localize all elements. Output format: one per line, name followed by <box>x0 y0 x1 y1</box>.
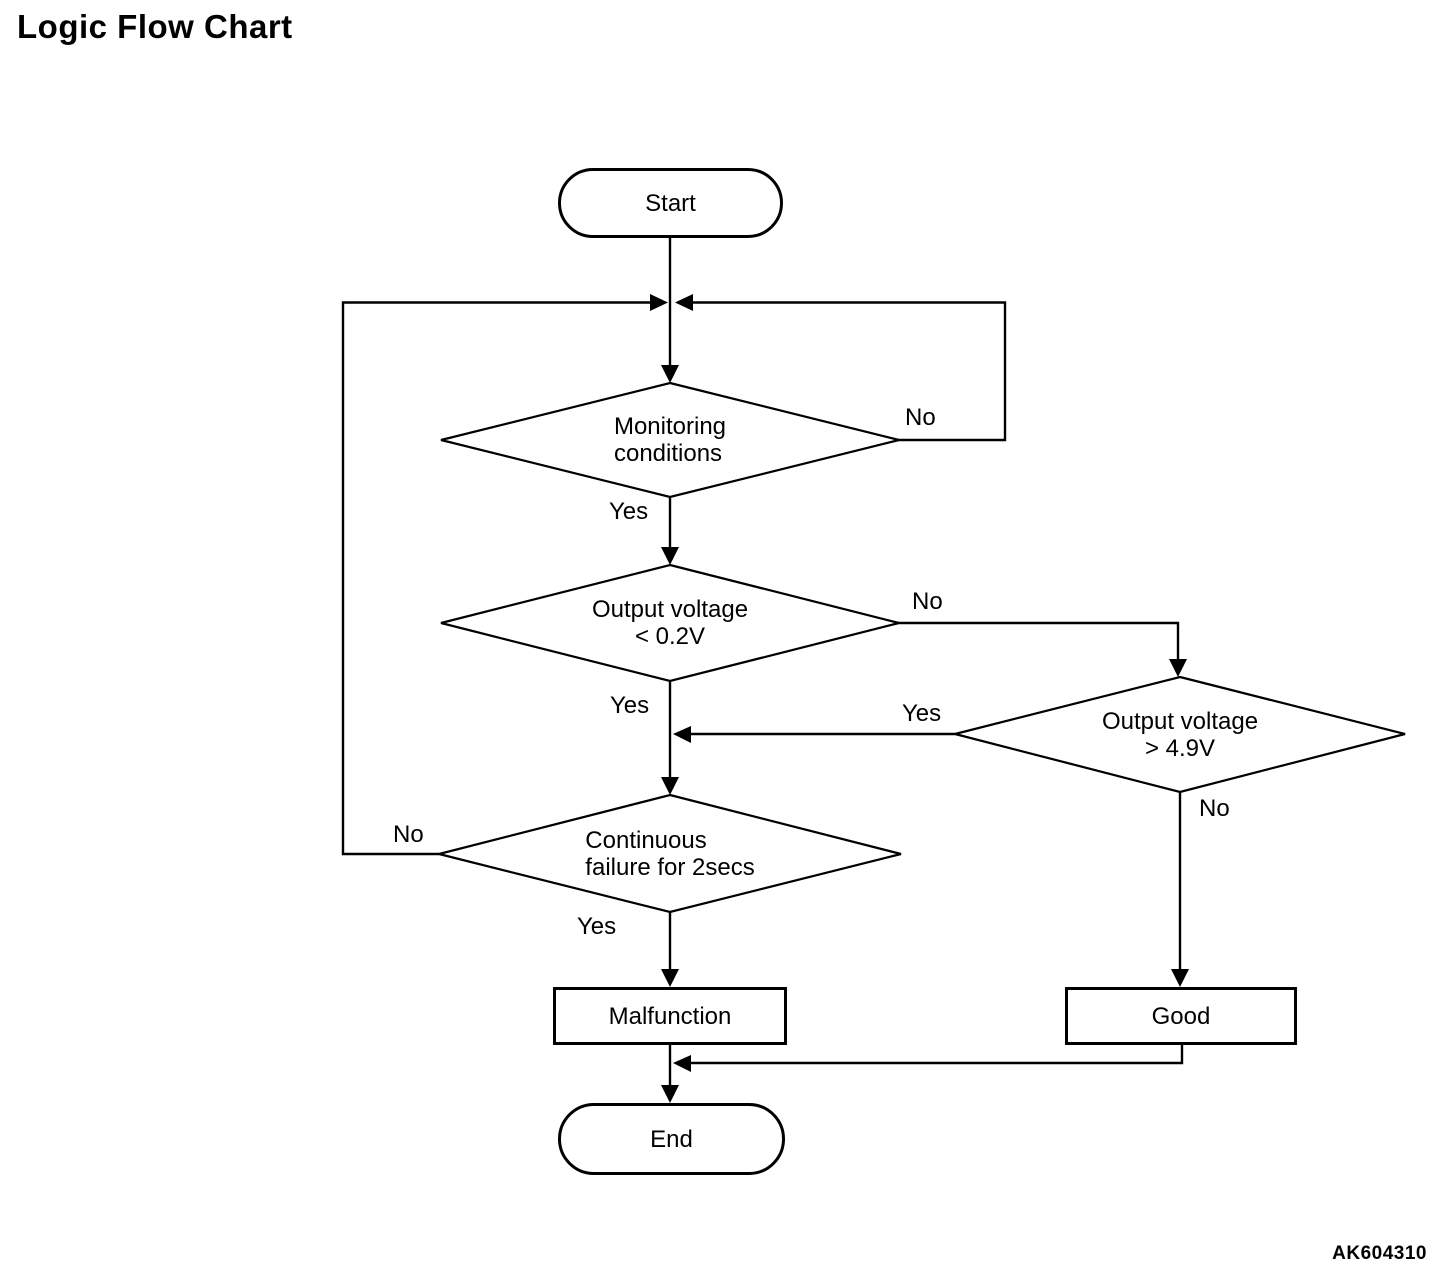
arrowhead-into-output-low <box>661 547 679 565</box>
figure-code: AK604310 <box>1332 1243 1427 1264</box>
arrowhead-into-malfunction <box>661 969 679 987</box>
edge-continuous-no-loop <box>341 301 651 856</box>
node-output-high: Output voltage > 4.9V <box>955 677 1405 792</box>
node-monitoring: Monitoring conditions <box>441 383 899 497</box>
arrowhead-output-high-yes <box>673 726 691 743</box>
arrowhead-into-output-high <box>1169 659 1187 677</box>
node-start: Start <box>558 168 783 238</box>
node-continuous: Continuous failure for 2secs <box>439 795 901 912</box>
decision-output-low-shape <box>440 563 900 683</box>
node-good: Good <box>1065 987 1297 1045</box>
node-malfunction: Malfunction <box>553 987 787 1045</box>
edge-label-output-high-no: No <box>1197 795 1232 822</box>
node-malfunction-label: Malfunction <box>608 1002 732 1030</box>
node-start-label: Start <box>645 189 696 217</box>
arrowhead-good-merge <box>673 1055 691 1072</box>
node-monitoring-label: Monitoring conditions <box>613 413 727 467</box>
node-continuous-label: Continuous failure for 2secs <box>585 826 755 881</box>
node-end: End <box>558 1103 785 1175</box>
edge-label-monitoring-yes: Yes <box>607 498 651 525</box>
node-output-high-label: Output voltage > 4.9V <box>1101 707 1259 762</box>
arrowhead-into-end <box>661 1085 679 1103</box>
node-end-label: End <box>650 1125 693 1153</box>
edge-output-low-no <box>899 621 1180 664</box>
arrowhead-junction-from-left <box>650 294 668 311</box>
edge-label-monitoring-no: No <box>903 404 938 431</box>
edge-label-output-low-no: No <box>910 588 945 615</box>
arrowhead-into-monitoring <box>661 365 679 383</box>
edge-monitoring-no-loop <box>692 301 1007 442</box>
edge-good-merge <box>688 1045 1184 1065</box>
page-title: Logic Flow Chart <box>17 8 293 45</box>
arrowhead-junction-from-right <box>675 294 693 311</box>
edge-label-continuous-yes: Yes <box>575 913 619 940</box>
decision-monitoring-shape <box>440 381 900 499</box>
arrowhead-into-continuous <box>661 777 679 795</box>
decision-output-high-shape <box>954 675 1406 794</box>
node-output-low: Output voltage < 0.2V <box>441 565 899 681</box>
arrowhead-into-good <box>1171 969 1189 987</box>
node-output-low-label: Output voltage < 0.2V <box>591 596 749 650</box>
decision-continuous-shape <box>438 793 902 914</box>
node-good-label: Good <box>1151 1002 1211 1030</box>
edge-label-continuous-no: No <box>391 821 426 848</box>
edge-label-output-low-yes: Yes <box>608 692 652 719</box>
edge-label-output-high-yes: Yes <box>900 700 944 727</box>
